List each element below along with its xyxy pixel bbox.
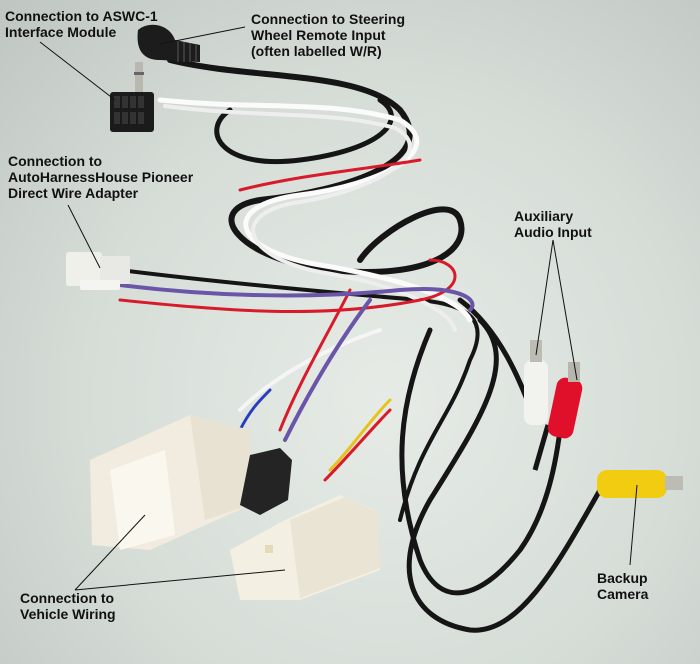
rca-red-plug [547, 362, 583, 439]
label-steering-remote: Connection to Steering Wheel Remote Inpu… [251, 11, 405, 59]
label-vehicle-wiring: Connection to Vehicle Wiring [20, 590, 116, 622]
label-aux-input: Auxiliary Audio Input [514, 208, 592, 240]
rca-yellow-plug [597, 470, 683, 498]
steering-remote-jack [134, 24, 200, 92]
pioneer-adapter-connector [66, 252, 130, 290]
aswc-connector [110, 92, 154, 132]
rca-white-plug [524, 340, 551, 471]
colored-wires [118, 158, 475, 482]
label-backup-camera: Backup Camera [597, 570, 649, 602]
white-wires [157, 97, 473, 412]
vehicle-connector-right [230, 495, 380, 600]
leader-lines [39, 26, 638, 591]
vehicle-connector-left [90, 415, 250, 550]
inline-module [240, 448, 292, 515]
label-aswc-connection: Connection to ASWC-1 Interface Module [5, 8, 158, 40]
label-pioneer-adapter: Connection to AutoHarnessHouse Pioneer D… [8, 153, 194, 201]
